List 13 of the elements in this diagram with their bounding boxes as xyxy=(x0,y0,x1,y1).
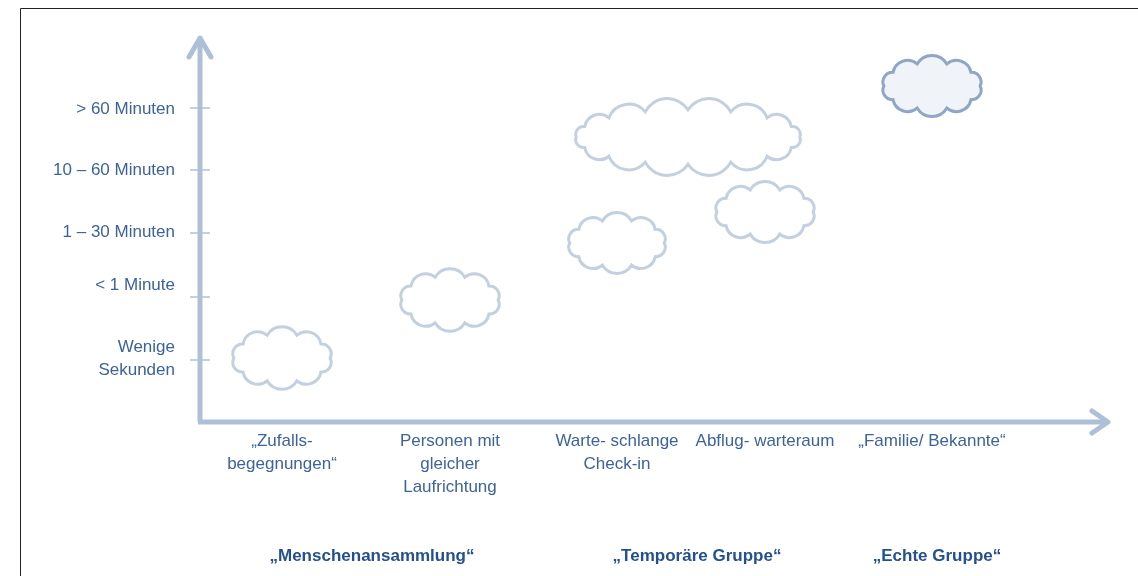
category-label: „Familie/ Bekannte“ xyxy=(857,430,1007,452)
axis-tick-label: < 1 Minute xyxy=(94,274,175,296)
category-label: Personen mit gleicher Laufrichtung xyxy=(398,430,502,498)
category-label: Abflug- warteraum xyxy=(694,430,836,452)
group-label: „Temporäre Gruppe“ xyxy=(611,545,783,567)
category-label: „Zufalls- begegnungen“ xyxy=(226,430,338,475)
axis-tick-label: Wenige Sekunden xyxy=(97,336,175,381)
category-label: Warte- schlange Check-in xyxy=(554,430,680,475)
group-label: „Menschenansammlung“ xyxy=(268,545,476,567)
group-label: „Echte Gruppe“ xyxy=(871,545,1003,567)
axis-tick-label: 10 – 60 Minuten xyxy=(52,159,175,181)
axis-tick-label: 1 – 30 Minuten xyxy=(61,221,175,243)
axis-tick-label: > 60 Minuten xyxy=(75,98,175,120)
